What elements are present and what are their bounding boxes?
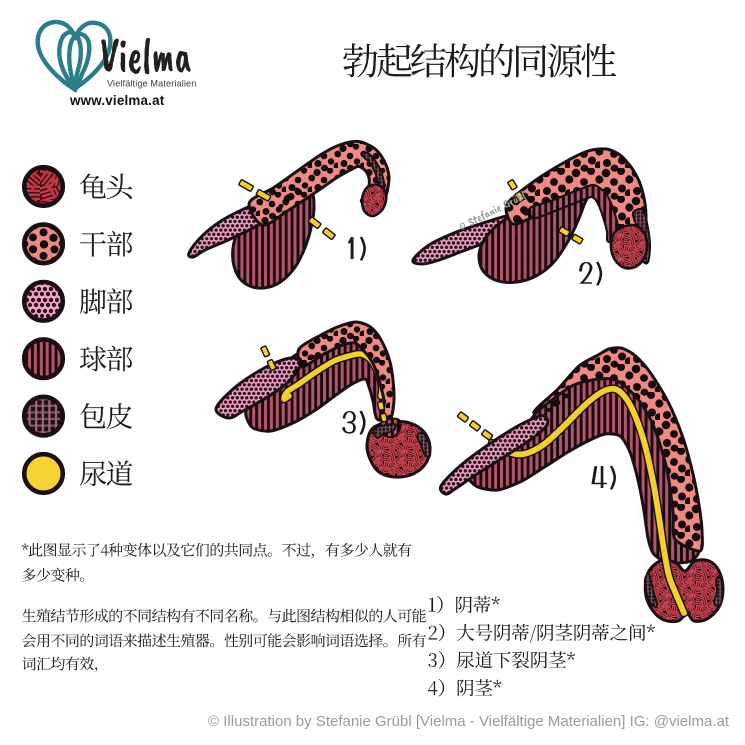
svg-text:www.vielma.at: www.vielma.at xyxy=(69,93,165,108)
svg-text:© Illustration by Stefanie Grü: © Illustration by Stefanie Grübl [Vielma… xyxy=(208,713,730,730)
svg-text:Vielfältige Materialien: Vielfältige Materialien xyxy=(107,79,196,89)
